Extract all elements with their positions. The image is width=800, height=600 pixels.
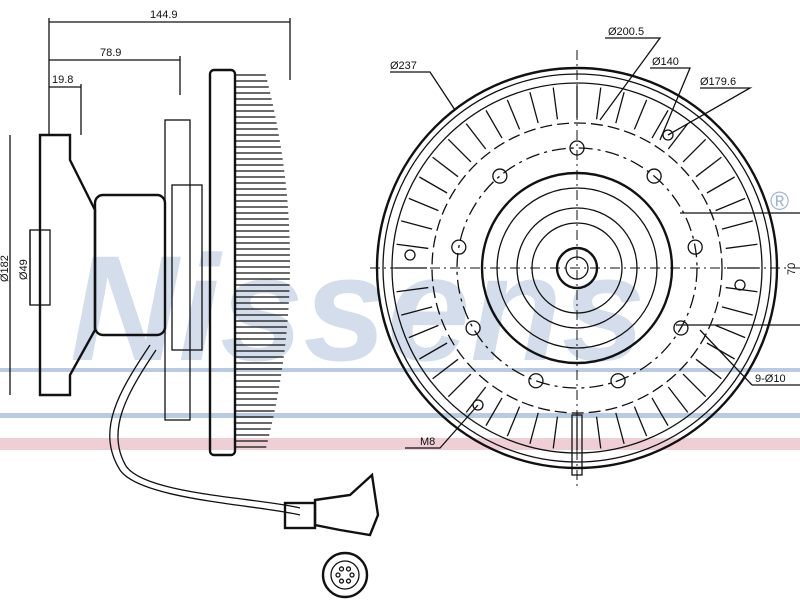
watermark-band-blue-2 bbox=[0, 413, 800, 418]
rib bbox=[706, 342, 735, 360]
outer-rim bbox=[375, 66, 779, 470]
rib bbox=[485, 397, 503, 426]
cooling-fins bbox=[235, 74, 290, 448]
rib bbox=[432, 358, 459, 380]
rib bbox=[465, 386, 487, 413]
wire bbox=[109, 344, 301, 516]
side-view: 144.9 78.9 19.8 Ø182 Ø49 bbox=[0, 9, 380, 599]
dim-outer-diameter: Ø237 bbox=[390, 60, 417, 72]
rib bbox=[721, 306, 753, 316]
hub-ring bbox=[480, 171, 674, 365]
bolt-hole bbox=[673, 320, 689, 336]
rib bbox=[595, 87, 602, 120]
rib bbox=[447, 138, 472, 163]
center-boss bbox=[555, 246, 599, 290]
rib bbox=[506, 406, 521, 437]
rib bbox=[715, 197, 746, 212]
pin bbox=[345, 566, 352, 572]
connector-end-view bbox=[321, 551, 369, 599]
bolt-hole bbox=[610, 373, 626, 389]
rib bbox=[401, 306, 433, 316]
rib bbox=[706, 176, 735, 194]
rib bbox=[615, 92, 625, 124]
rib bbox=[506, 99, 521, 130]
dim-bolt-circle: Ø179.6 bbox=[700, 76, 736, 88]
bolt-hole bbox=[528, 373, 544, 389]
connector-housing bbox=[313, 472, 380, 537]
threaded-hole bbox=[404, 249, 416, 261]
connector-plug bbox=[283, 501, 317, 530]
dim-holes: 9-Ø10 bbox=[755, 373, 786, 385]
rib bbox=[651, 397, 669, 426]
registered-mark: ® bbox=[770, 186, 789, 216]
clutch-body bbox=[208, 68, 237, 457]
bolt-hole bbox=[687, 239, 703, 255]
dim-overall-length: 144.9 bbox=[150, 9, 178, 21]
dim-flange-length: 19.8 bbox=[52, 74, 73, 86]
rib bbox=[419, 176, 448, 194]
rib bbox=[529, 92, 539, 124]
rib bbox=[552, 416, 559, 449]
bolt-hole bbox=[569, 140, 585, 156]
bolt-hole bbox=[492, 168, 508, 184]
rib bbox=[615, 412, 625, 444]
rib bbox=[432, 156, 459, 178]
rib bbox=[408, 197, 439, 212]
watermark-band-blue bbox=[0, 368, 800, 372]
rib bbox=[682, 138, 707, 163]
rib bbox=[419, 342, 448, 360]
dim-inner-diameter: Ø140 bbox=[652, 56, 679, 68]
rib bbox=[715, 324, 746, 339]
rib bbox=[396, 243, 429, 250]
dim-hole-spacing: 70 bbox=[786, 263, 798, 275]
dim-pilot-diameter: Ø49 bbox=[18, 259, 30, 280]
rib bbox=[447, 373, 472, 398]
pin bbox=[338, 566, 345, 572]
rib bbox=[682, 373, 707, 398]
pin bbox=[345, 578, 352, 584]
dim-thread: M8 bbox=[420, 436, 435, 448]
rib bbox=[695, 358, 722, 380]
drive-plate bbox=[164, 119, 191, 421]
dim-flange-diameter: Ø182 bbox=[0, 255, 11, 282]
rib bbox=[396, 286, 429, 293]
rib bbox=[408, 324, 439, 339]
rib bbox=[633, 99, 648, 130]
watermark-logo: Nissens bbox=[70, 224, 645, 392]
rib bbox=[695, 156, 722, 178]
rib bbox=[485, 110, 503, 139]
dim-hub-length: 78.9 bbox=[100, 47, 121, 59]
rib bbox=[667, 123, 689, 150]
dim-fin-diameter: Ø200.5 bbox=[608, 26, 644, 38]
connector-pins bbox=[335, 566, 355, 584]
front-view: Ø237 Ø200.5 Ø140 Ø179.6 70 9-Ø10 M8 bbox=[370, 26, 800, 490]
rib bbox=[465, 123, 487, 150]
rib bbox=[651, 110, 669, 139]
rib bbox=[667, 386, 689, 413]
bolt-hole bbox=[465, 320, 481, 336]
pin bbox=[349, 572, 355, 578]
radial-fins bbox=[395, 86, 759, 450]
pilot bbox=[29, 229, 51, 306]
rib bbox=[721, 220, 753, 230]
rib bbox=[401, 220, 433, 230]
pin bbox=[338, 578, 345, 584]
rib bbox=[552, 87, 559, 120]
bolt-hole bbox=[451, 239, 467, 255]
bearing-housing bbox=[171, 184, 203, 351]
rib bbox=[529, 412, 539, 444]
rib bbox=[633, 406, 648, 437]
pin bbox=[335, 572, 341, 578]
bolt-holes bbox=[451, 140, 703, 389]
sensor-tab bbox=[571, 414, 583, 476]
rib bbox=[725, 243, 758, 250]
rib bbox=[595, 416, 602, 449]
bolt-hole bbox=[646, 168, 662, 184]
